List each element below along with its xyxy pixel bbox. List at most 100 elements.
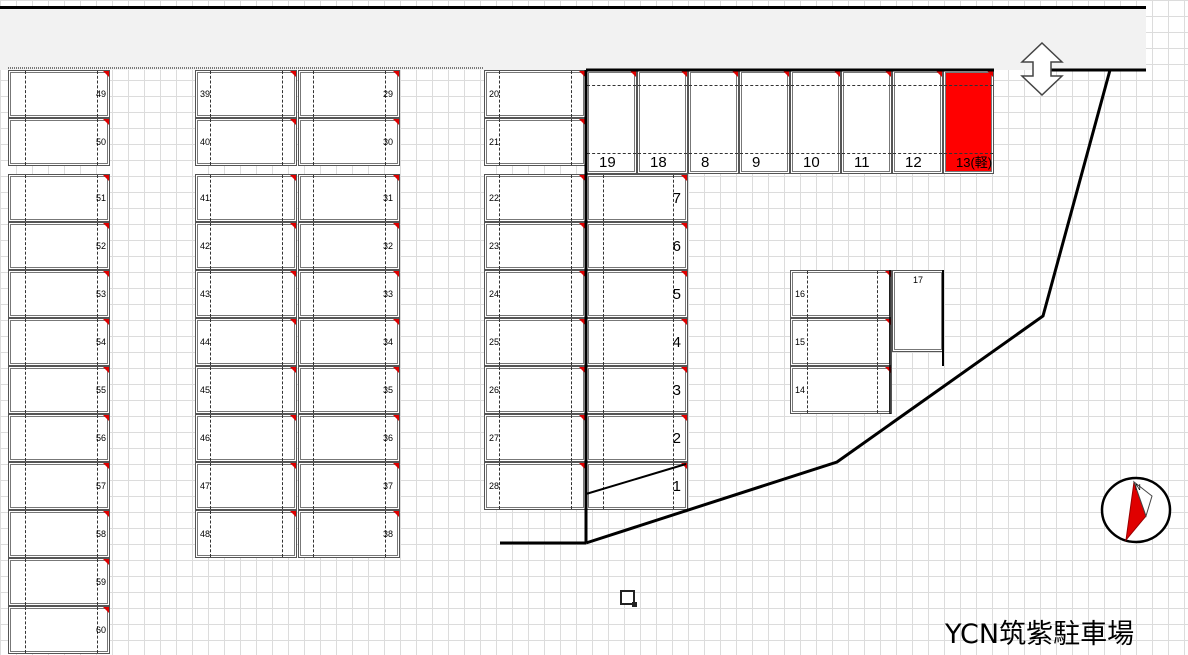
parking-slot[interactable]: 38 [298, 510, 400, 558]
parking-slot[interactable]: 14 [790, 366, 892, 414]
corner-marker [579, 319, 585, 325]
parking-slot[interactable]: 26 [484, 366, 586, 414]
parking-slot[interactable]: 1 [586, 462, 688, 510]
parking-slot[interactable]: 55 [8, 366, 110, 414]
parking-slot[interactable]: 48 [195, 510, 297, 558]
parking-slot[interactable]: 41 [195, 174, 297, 222]
parking-slot[interactable]: 10 [790, 70, 841, 174]
parking-slot[interactable]: 37 [298, 462, 400, 510]
parking-slot[interactable]: 13(軽) [943, 70, 994, 174]
slot-number: 22 [489, 193, 500, 203]
corner-marker [290, 223, 296, 229]
slot-number: 13(軽) [956, 155, 993, 170]
parking-slot[interactable]: 39 [195, 70, 297, 118]
parking-slot[interactable]: 43 [195, 270, 297, 318]
parking-slot[interactable]: 8 [688, 70, 739, 174]
corner-marker [936, 71, 942, 77]
slot-number: 18 [650, 154, 667, 171]
parking-slot[interactable]: 16 [790, 270, 892, 318]
parking-slot[interactable]: 27 [484, 414, 586, 462]
parking-slot[interactable]: 2 [586, 414, 688, 462]
slot-number: 47 [200, 481, 211, 491]
parking-slot[interactable]: 30 [298, 118, 400, 166]
parking-slot[interactable]: 29 [298, 70, 400, 118]
parking-slot[interactable]: 9 [739, 70, 790, 174]
slot-number: 37 [382, 481, 393, 491]
parking-slot[interactable]: 25 [484, 318, 586, 366]
slot-number: 19 [599, 154, 616, 171]
corner-marker [885, 319, 891, 325]
corner-marker [579, 71, 585, 77]
corner-marker [290, 175, 296, 181]
corner-marker [103, 607, 109, 613]
parking-slot[interactable]: 28 [484, 462, 586, 510]
parking-slot[interactable]: 34 [298, 318, 400, 366]
parking-slot[interactable]: 35 [298, 366, 400, 414]
parking-slot[interactable]: 42 [195, 222, 297, 270]
slot-number: 52 [95, 241, 106, 251]
parking-slot[interactable]: 50 [8, 118, 110, 166]
parking-slot[interactable]: 17 [892, 270, 944, 352]
slot-number: 1 [672, 478, 681, 495]
parking-slot[interactable]: 53 [8, 270, 110, 318]
corner-marker [103, 119, 109, 125]
parking-slot[interactable]: 20 [484, 70, 586, 118]
parking-slot[interactable]: 56 [8, 414, 110, 462]
slot-number: 15 [795, 337, 806, 347]
parking-slot[interactable]: 32 [298, 222, 400, 270]
parking-slot[interactable]: 47 [195, 462, 297, 510]
slot-number: 8 [701, 154, 710, 171]
slot-number: 29 [382, 89, 393, 99]
corner-marker [103, 559, 109, 565]
slot-number: 24 [489, 289, 500, 299]
corner-marker [393, 271, 399, 277]
corner-marker [103, 367, 109, 373]
resize-handle[interactable] [620, 590, 637, 607]
parking-slot[interactable]: 36 [298, 414, 400, 462]
slot-number: 43 [200, 289, 211, 299]
slot-number: 44 [200, 337, 211, 347]
parking-slot[interactable]: 49 [8, 70, 110, 118]
corner-marker [103, 175, 109, 181]
parking-slot[interactable]: 4 [586, 318, 688, 366]
parking-slot[interactable]: 46 [195, 414, 297, 462]
parking-slot[interactable]: 31 [298, 174, 400, 222]
corner-marker [103, 511, 109, 517]
slot-number: 4 [672, 334, 681, 351]
parking-slot[interactable]: 44 [195, 318, 297, 366]
slot-number: 34 [382, 337, 393, 347]
east-boundary [585, 69, 1112, 545]
corner-marker [290, 511, 296, 517]
parking-slot[interactable]: 21 [484, 118, 586, 166]
corner-marker [290, 271, 296, 277]
parking-slot[interactable]: 60 [8, 606, 110, 654]
parking-slot[interactable]: 3 [586, 366, 688, 414]
parking-slot[interactable]: 7 [586, 174, 688, 222]
parking-slot[interactable]: 24 [484, 270, 586, 318]
slot-number: 14 [795, 385, 806, 395]
parking-slot[interactable]: 54 [8, 318, 110, 366]
corner-marker [681, 175, 687, 181]
parking-slot[interactable]: 52 [8, 222, 110, 270]
parking-slot[interactable]: 40 [195, 118, 297, 166]
parking-slot[interactable]: 12 [892, 70, 943, 174]
parking-slot[interactable]: 19 [586, 70, 637, 174]
parking-slot[interactable]: 45 [195, 366, 297, 414]
parking-slot[interactable]: 51 [8, 174, 110, 222]
corner-marker [103, 415, 109, 421]
parking-slot[interactable]: 15 [790, 318, 892, 366]
parking-slot[interactable]: 59 [8, 558, 110, 606]
parking-slot[interactable]: 6 [586, 222, 688, 270]
corner-marker [579, 175, 585, 181]
parking-slot[interactable]: 18 [637, 70, 688, 174]
corner-marker [834, 71, 840, 77]
parking-slot[interactable]: 33 [298, 270, 400, 318]
parking-slot[interactable]: 57 [8, 462, 110, 510]
parking-slot[interactable]: 11 [841, 70, 892, 174]
parking-slot[interactable]: 58 [8, 510, 110, 558]
slot-number: 57 [95, 481, 106, 491]
corner-marker [393, 367, 399, 373]
corner-marker [681, 463, 687, 469]
slot-number: 59 [95, 577, 106, 587]
slot-number: 35 [382, 385, 393, 395]
